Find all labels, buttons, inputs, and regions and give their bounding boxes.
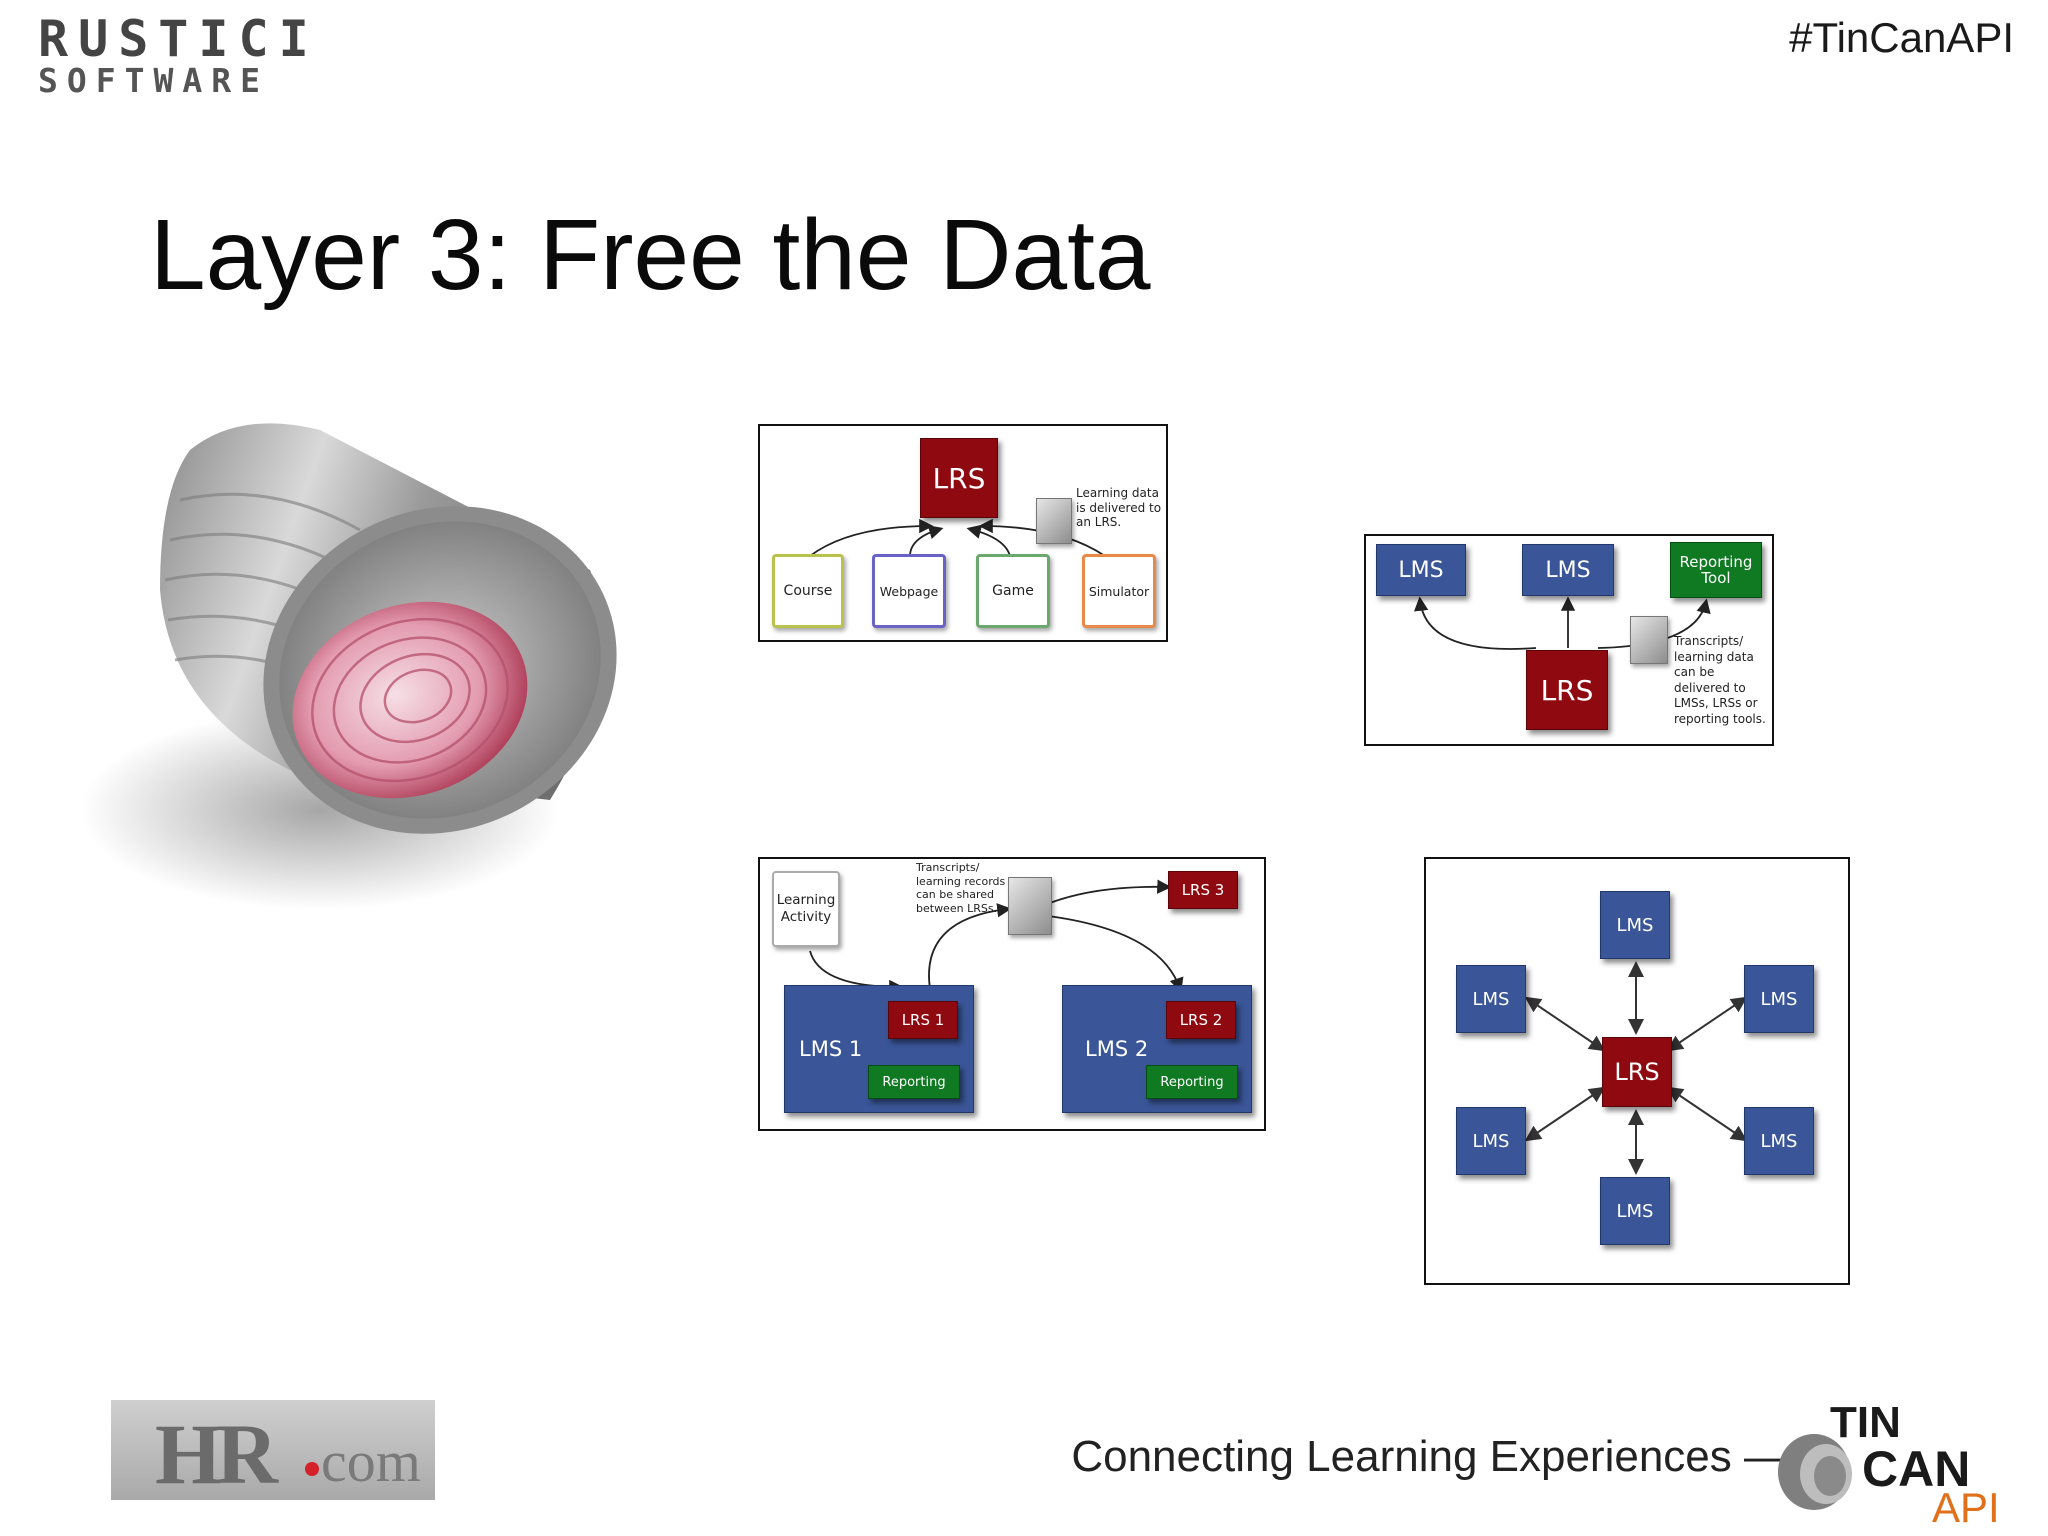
reporting-line: Reporting (1679, 553, 1753, 571)
tin-can-logo-can: CAN (1862, 1441, 1971, 1497)
diagram-lrs-hub: LRS LMS LMS LMS LMS LMS LMS (1424, 857, 1850, 1285)
diagram2-note: Transcripts/ learning data can be delive… (1674, 634, 1766, 727)
note-line: delivered to (1674, 680, 1746, 695)
lms1-label: LMS 1 (799, 1037, 863, 1061)
note-line: reporting tools. (1674, 711, 1766, 726)
note-line: Transcripts/ (1674, 634, 1744, 648)
rustici-software-logo: RUSTICI SOFTWARE (38, 10, 319, 98)
document-icon (1008, 877, 1052, 935)
document-icon (1036, 498, 1072, 544)
tin-can-logo-tin: TIN (1830, 1398, 1901, 1447)
lrs-node: LRS (1526, 650, 1608, 730)
diagram-lrs-to-consumers: LMS LMS Reporting Tool LRS Transcripts/ … (1364, 534, 1774, 746)
document-icon (1630, 616, 1668, 664)
hr-logo-dot (305, 1462, 319, 1476)
lrs-hub-node: LRS (1602, 1037, 1672, 1107)
hr-logo-com: com (321, 1429, 421, 1494)
footer-tagline: Connecting Learning Experiences — (1071, 1432, 1788, 1481)
logo-line-software: SOFTWARE (38, 61, 269, 100)
reporting-tool-node: Reporting Tool (1670, 542, 1762, 598)
diagram3-note: Transcripts/ learning records can be sha… (916, 861, 1005, 915)
lrs1-node: LRS 1 (888, 1001, 958, 1039)
diagram-lrs-sharing: Learning Activity Transcripts/ learning … (758, 857, 1266, 1131)
reporting2-node: Reporting (1146, 1065, 1238, 1099)
note-line: can be (1674, 665, 1715, 679)
lms-node-middle: LMS (1522, 544, 1614, 596)
webpage-node: Webpage (872, 554, 946, 628)
hashtag: #TinCanAPI (1789, 14, 2014, 61)
lms-node-lower-left: LMS (1456, 1107, 1526, 1175)
tin-can-icon (1778, 1434, 1852, 1510)
note-line: learning records (916, 874, 1006, 888)
tin-can-logo-api: API (1932, 1484, 2000, 1531)
note-line: LMSs, LRSs or (1674, 696, 1758, 710)
lms-node-left: LMS (1376, 544, 1466, 596)
lrs-node: LRS (920, 438, 998, 518)
lrs2-node: LRS 2 (1166, 1001, 1236, 1039)
game-node: Game (976, 554, 1050, 628)
diagram2-arrows (1414, 596, 1711, 650)
reporting1-node: Reporting (868, 1065, 960, 1099)
diagram4-arrows (1524, 961, 1748, 1175)
learning-activity-node: Learning Activity (772, 871, 840, 947)
simulator-node: Simulator (1082, 554, 1156, 628)
diagram-sources-to-lrs: LRS Learning data is delivered to an LRS… (758, 424, 1168, 642)
lms-node-upper-right: LMS (1744, 965, 1814, 1033)
note-line: can be shared (916, 888, 994, 901)
lrs3-node: LRS 3 (1168, 871, 1238, 909)
course-node: Course (772, 554, 844, 628)
lms-node-top: LMS (1600, 891, 1670, 959)
hr-com-logo: HR com (111, 1400, 435, 1502)
slide-title: Layer 3: Free the Data (150, 199, 1151, 311)
learning-activity-line: Learning (776, 892, 836, 908)
lms-node-lower-right: LMS (1744, 1107, 1814, 1175)
hr-logo-big: HR (155, 1406, 278, 1502)
note-line: Transcripts/ (916, 861, 980, 874)
note-line: between LRSs. (916, 901, 998, 915)
lms-node-upper-left: LMS (1456, 965, 1526, 1033)
tin-can-api-logo: TIN CAN API (1774, 1392, 2024, 1532)
tin-can-onion-image (80, 423, 617, 910)
note-line: Learning data (1076, 486, 1159, 500)
note-line: an LRS. (1076, 515, 1122, 529)
note-line: is delivered to (1076, 500, 1162, 515)
reporting-line: Tool (1701, 569, 1731, 587)
logo-line-rustici: RUSTICI (38, 10, 319, 68)
lms-node-bottom: LMS (1600, 1177, 1670, 1245)
note-line: learning data (1674, 649, 1754, 664)
diagram1-note: Learning data is delivered to an LRS. (1076, 486, 1161, 530)
lms2-label: LMS 2 (1085, 1037, 1149, 1061)
learning-activity-line: Activity (780, 909, 832, 925)
